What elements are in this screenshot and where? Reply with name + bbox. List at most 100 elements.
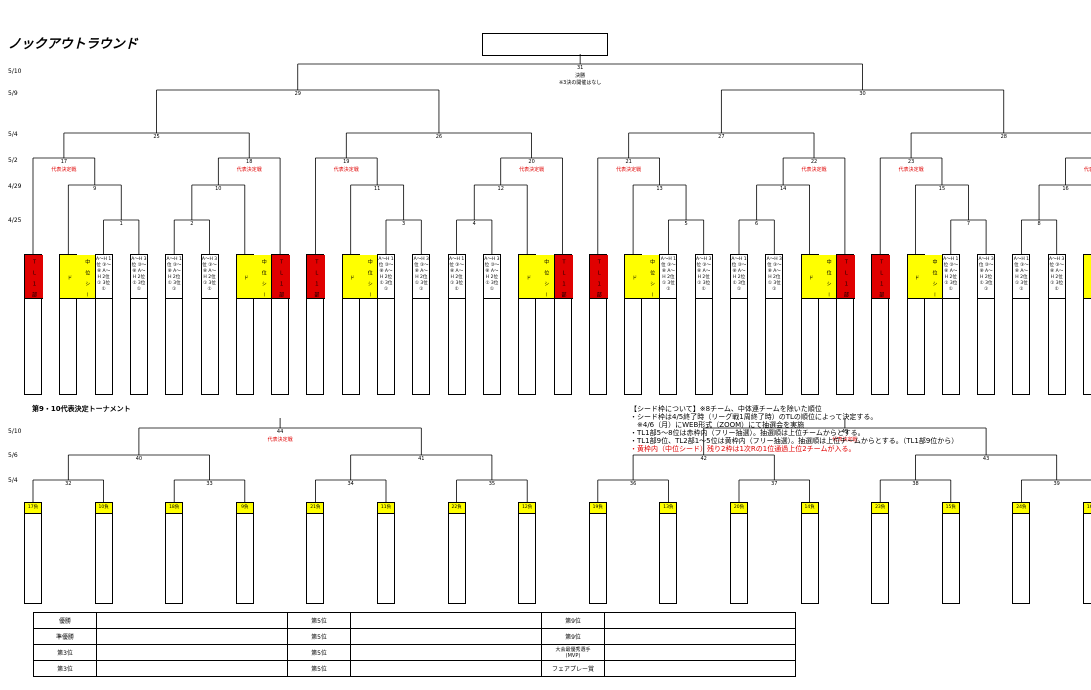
match-number: 1	[119, 221, 123, 227]
bracket-slot: A～H 3位 ③～⑧ A～H 2位① 3位①	[694, 254, 713, 395]
sub-slot-label: 20負	[731, 503, 747, 514]
match-number: 7	[966, 221, 971, 227]
match-number: 21	[625, 159, 632, 165]
bracket-slot: A～H 3位 ③～⑧ A～H 2位① 3位①	[482, 254, 501, 395]
round-date: 5/4	[8, 131, 18, 138]
qualifier-label: 代表決定戦	[267, 437, 293, 443]
result-value	[350, 660, 542, 677]
note-line: ・黄枠内（中位シード）残り2枠は1次Rの1位通過上位2チームが入る。	[630, 445, 856, 453]
bracket-slot: Ｔ Ｌ １ 部	[871, 254, 891, 395]
match-number: 22	[810, 159, 818, 165]
slot-label: 中 位 シ ー ド	[236, 255, 273, 299]
match-number: 8	[1037, 221, 1041, 227]
bracket-slot: A～H 1位 ③～⑧ A～H 2位① 3位①	[1012, 254, 1031, 395]
sub-bracket-slot: 20負	[730, 502, 748, 604]
result-value	[350, 644, 542, 661]
sub-slot-label: 19負	[589, 503, 606, 514]
bracket-slot: Ｔ Ｌ １ 部	[588, 254, 608, 395]
match-number: 24	[1086, 159, 1091, 165]
match-number: 32	[65, 481, 72, 487]
note-line: ・TL1部9位、TL2部1～5位は黄枠内（フリー抽選）。抽選順は上位チームからと…	[630, 437, 959, 445]
result-label: 第9位	[541, 612, 605, 629]
match-number: 33	[206, 481, 213, 487]
note-line: ・シード枠は4/5終了時（リーグ戦1周終了時）のTLの順位によって決定する。	[630, 413, 878, 421]
result-label: 大会最優秀選手 (MVP)	[541, 644, 605, 661]
sub-slot-label: 21負	[307, 503, 324, 514]
sub-bracket-slot: 18負	[165, 502, 184, 604]
match-number: 44	[276, 429, 284, 435]
slot-label: A～H 3位 ③～⑧ A～H 2位① 3位①	[766, 255, 783, 299]
slot-label: 中 位 シ ー ド	[625, 255, 662, 299]
bracket-slot: A～H 1位 ③～⑧ A～H 2位① 3位①	[377, 254, 395, 395]
sub-slot-label: 22負	[448, 503, 465, 514]
match-number: 43	[982, 456, 990, 462]
bracket-slot: Ｔ Ｌ １ 部	[271, 254, 291, 395]
bracket-slot: A～H 3位 ③～⑧ A～H 2位① 3位①	[1047, 254, 1066, 395]
match-number: 36	[629, 481, 637, 487]
sub-slot-label: 15負	[942, 503, 959, 514]
match-number: 39	[1053, 481, 1060, 487]
bracket-slot: Ｔ Ｌ １ 部	[553, 254, 573, 395]
result-label: 第3位	[33, 644, 97, 661]
slot-label: Ｔ Ｌ １ 部	[836, 255, 855, 299]
match-number: 13	[656, 186, 663, 192]
sub-slot-label: 12負	[519, 503, 536, 514]
match-number: 14	[779, 186, 787, 192]
sub-bracket-slot: 24負	[1012, 502, 1031, 604]
final-note: ※3決の開催はなし	[558, 80, 602, 86]
sub-slot-label: 17負	[25, 503, 41, 514]
match-number: 28	[1000, 134, 1007, 140]
result-label: 第9位	[541, 628, 605, 645]
match-number: 23	[907, 159, 915, 165]
slot-label: 中 位 シ ー ド	[60, 255, 97, 299]
slot-label: A～H 1位 ③～⑧ A～H 2位① 3位①	[448, 255, 465, 299]
result-label: 優勝	[33, 612, 97, 629]
sub-bracket-slot: 11負	[377, 502, 395, 604]
champion-box	[482, 33, 608, 56]
bracket-slot: A～H 1位 ③～⑧ A～H 2位① 3位①	[447, 254, 466, 395]
bracket-slot: A～H 3位 ③～⑧ A～H 2位① 3位①	[765, 254, 784, 395]
round-date: 4/25	[8, 217, 22, 224]
slot-label: Ｔ Ｌ １ 部	[872, 255, 891, 299]
bracket-slot: A～H 1位 ③～⑧ A～H 2位① 3位①	[941, 254, 960, 395]
sub-slot-label: 23負	[872, 503, 889, 514]
bracket-slot: 中 位 シ ー ド	[906, 254, 944, 395]
match-number: 40	[135, 456, 143, 462]
note-line: 【シード枠について】※8チーム、中体連チームを除いた順位	[630, 405, 822, 413]
slot-label: A～H 3位 ③～⑧ A～H 2位① 3位①	[130, 255, 147, 299]
bracket-slot: A～H 3位 ③～⑧ A～H 2位① 3位①	[412, 254, 431, 395]
qualifier-label: 代表決定戦	[801, 167, 827, 173]
sub-round-date: 5/4	[8, 477, 18, 484]
round-date: 4/29	[8, 183, 22, 190]
slot-label: 中 位 シ ー ド	[801, 255, 838, 299]
slot-label: A～H 3位 ③～⑧ A～H 2位① 3位①	[483, 255, 500, 299]
match-number: 12	[497, 186, 504, 192]
sub-bracket-slot: 17負	[24, 502, 42, 604]
slot-label: 中 位 シ ー ド	[342, 255, 379, 299]
result-label: 第5位	[287, 660, 351, 677]
sub-slot-label: 9負	[236, 503, 253, 514]
slot-label: Ｔ Ｌ １ 部	[307, 255, 326, 299]
result-label: 第5位	[287, 612, 351, 629]
bracket-slot: 中 位 シ ー ド	[518, 254, 556, 395]
result-value	[350, 612, 542, 629]
match-number: 38	[912, 481, 919, 487]
bracket-slot: 中 位 シ ー ド	[1083, 254, 1091, 395]
sub-bracket-slot: 23負	[871, 502, 890, 604]
match-number: 2	[190, 221, 194, 227]
sub-slot-label: 13負	[660, 503, 677, 514]
sub-slot-label: 11負	[378, 503, 394, 514]
note-line: ※4/6（月）にWEB形式（ZOOM）にて抽選会を実施	[630, 421, 805, 429]
slot-label: 中 位 シ ー ド	[907, 255, 944, 299]
qualifier-label: 代表決定戦	[1083, 167, 1091, 173]
result-value	[604, 612, 796, 629]
qualifier-label: 代表決定戦	[333, 167, 359, 173]
result-label: フェアプレー賞	[541, 660, 605, 677]
slot-label: A～H 3位 ③～⑧ A～H 2位① 3位①	[1048, 255, 1065, 299]
bracket-slot: Ｔ Ｌ １ 部	[306, 254, 326, 395]
bracket-slot: 中 位 シ ー ド	[235, 254, 273, 395]
sub-slot-label: 10負	[95, 503, 112, 514]
bracket-slot: A～H 3位 ③～⑧ A～H 2位① 3位①	[200, 254, 219, 395]
qualifier-label: 代表決定戦	[236, 167, 262, 173]
